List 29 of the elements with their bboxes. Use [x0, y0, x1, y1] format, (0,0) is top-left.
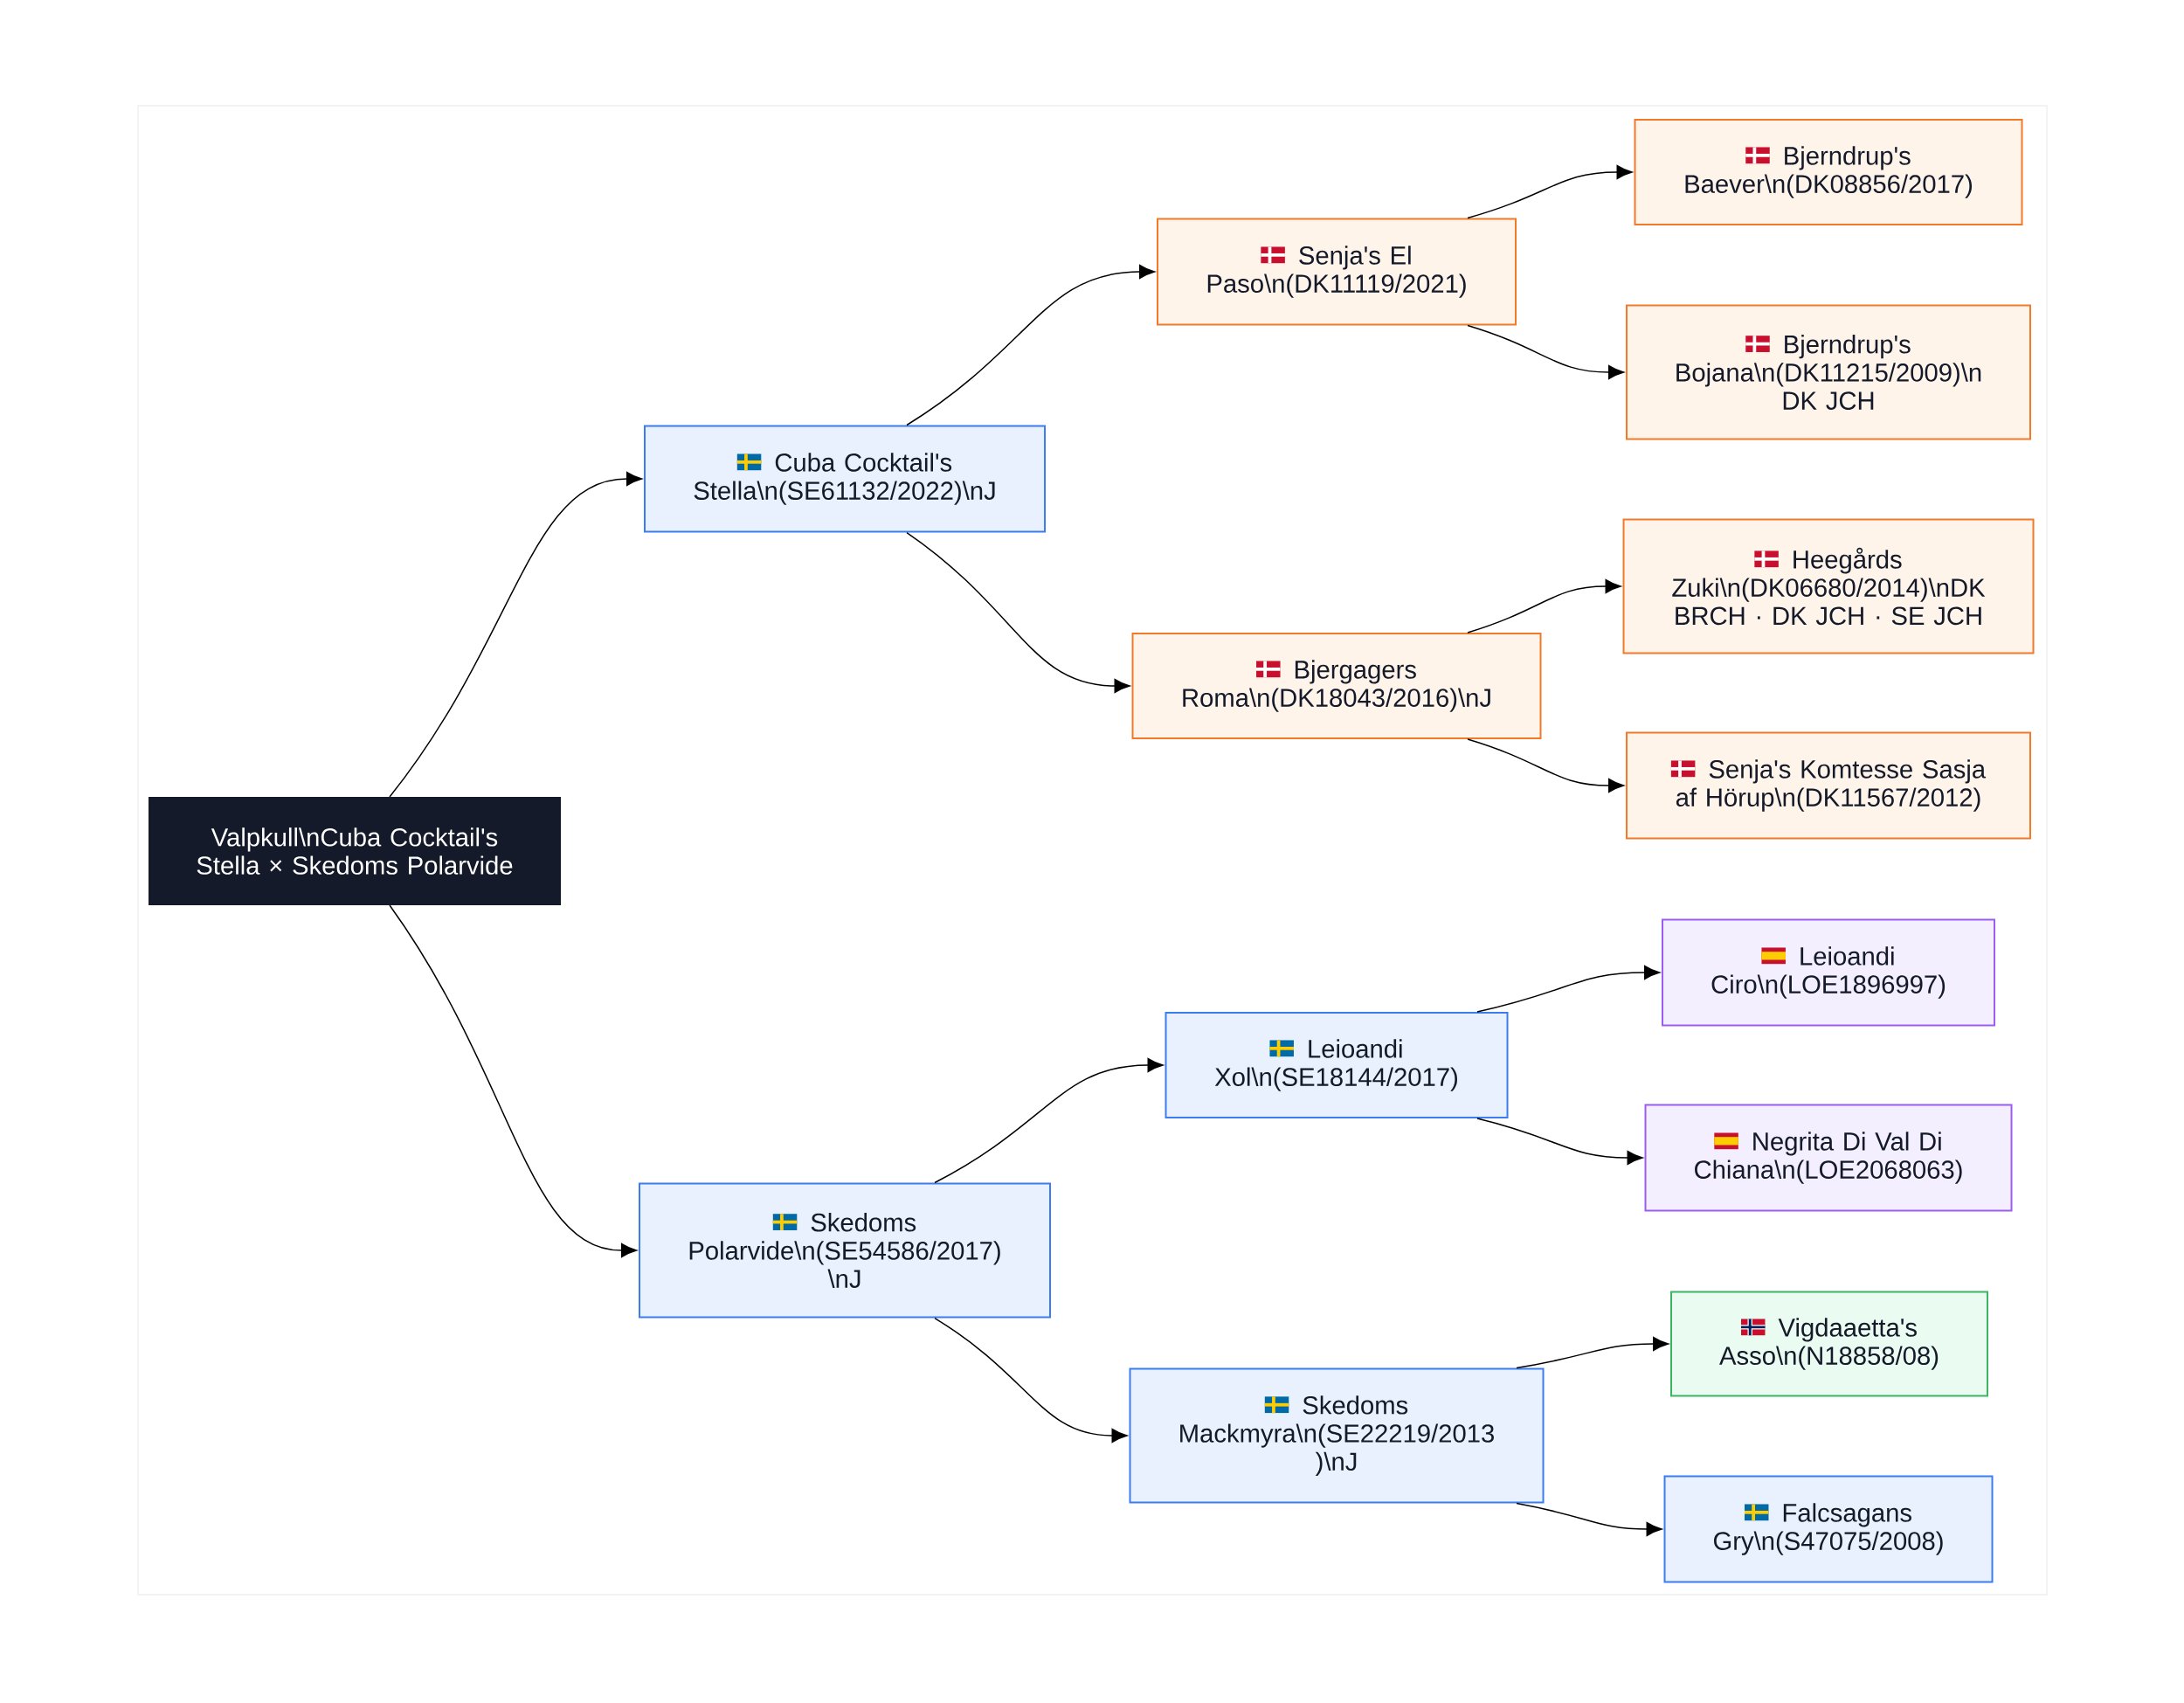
pedigree-box: Negrita Di Val Di Chiana\n(LOE2068063) — [1644, 1104, 2013, 1212]
arrow — [1516, 1336, 1669, 1369]
pedigree-box: Leioandi Ciro\n(LOE1896997) — [1662, 918, 1996, 1027]
pedigree-box: Skedoms Mackmyra\n(SE22219/2013 )\nJ — [1129, 1367, 1545, 1504]
pedigree-box: Senja's Komtesse Sasja af Hörup\n(DK11567/2012) — [1626, 731, 2031, 840]
arrow — [906, 531, 1130, 694]
arrow — [1516, 1502, 1662, 1537]
arrow — [389, 904, 638, 1258]
arrow — [1476, 965, 1661, 1013]
arrow — [934, 1317, 1128, 1443]
pedigree-box: Skedoms Polarvide\n(SE54586/2017) \nJ — [639, 1182, 1051, 1319]
pedigree-box: Falcsagans Gry\n(S47075/2008) — [1663, 1475, 1994, 1583]
arrow — [1467, 578, 1621, 633]
pedigree-box: Cuba Cocktail's Stella\n(SE61132/2022)\nJ — [644, 425, 1046, 533]
pedigree-box: Bjerndrup's Bojana\n(DK11215/2009)\n DK JCH — [1626, 304, 2031, 440]
pedigree-box: Heegårds Zuki\n(DK06680/2014)\nDK BRCH · DK JCH · SE JCH — [1622, 518, 2035, 654]
title-box: Valpkull\nCuba Cocktail's Stella × Skedoms Polarvide — [149, 797, 561, 905]
pedigree-box: Vigdaaetta's Asso\n(N18858/08) — [1670, 1291, 1988, 1397]
arrow — [906, 264, 1156, 426]
pedigree-box: Leioandi Xol\n(SE18144/2017) — [1165, 1012, 1509, 1118]
arrow — [1467, 164, 1633, 219]
arrow — [1476, 1118, 1643, 1166]
pedigree-box: Bjergagers Roma\n(DK18043/2016)\nJ — [1131, 633, 1542, 739]
pedigree-box: Senja's El Paso\n(DK11119/2021) — [1157, 218, 1517, 326]
pedigree-box: Bjerndrup's Baever\n(DK08856/2017) — [1634, 119, 2023, 225]
arrow — [934, 1057, 1164, 1184]
arrow — [1467, 738, 1625, 793]
arrow — [1467, 324, 1625, 380]
arrow — [389, 471, 643, 798]
